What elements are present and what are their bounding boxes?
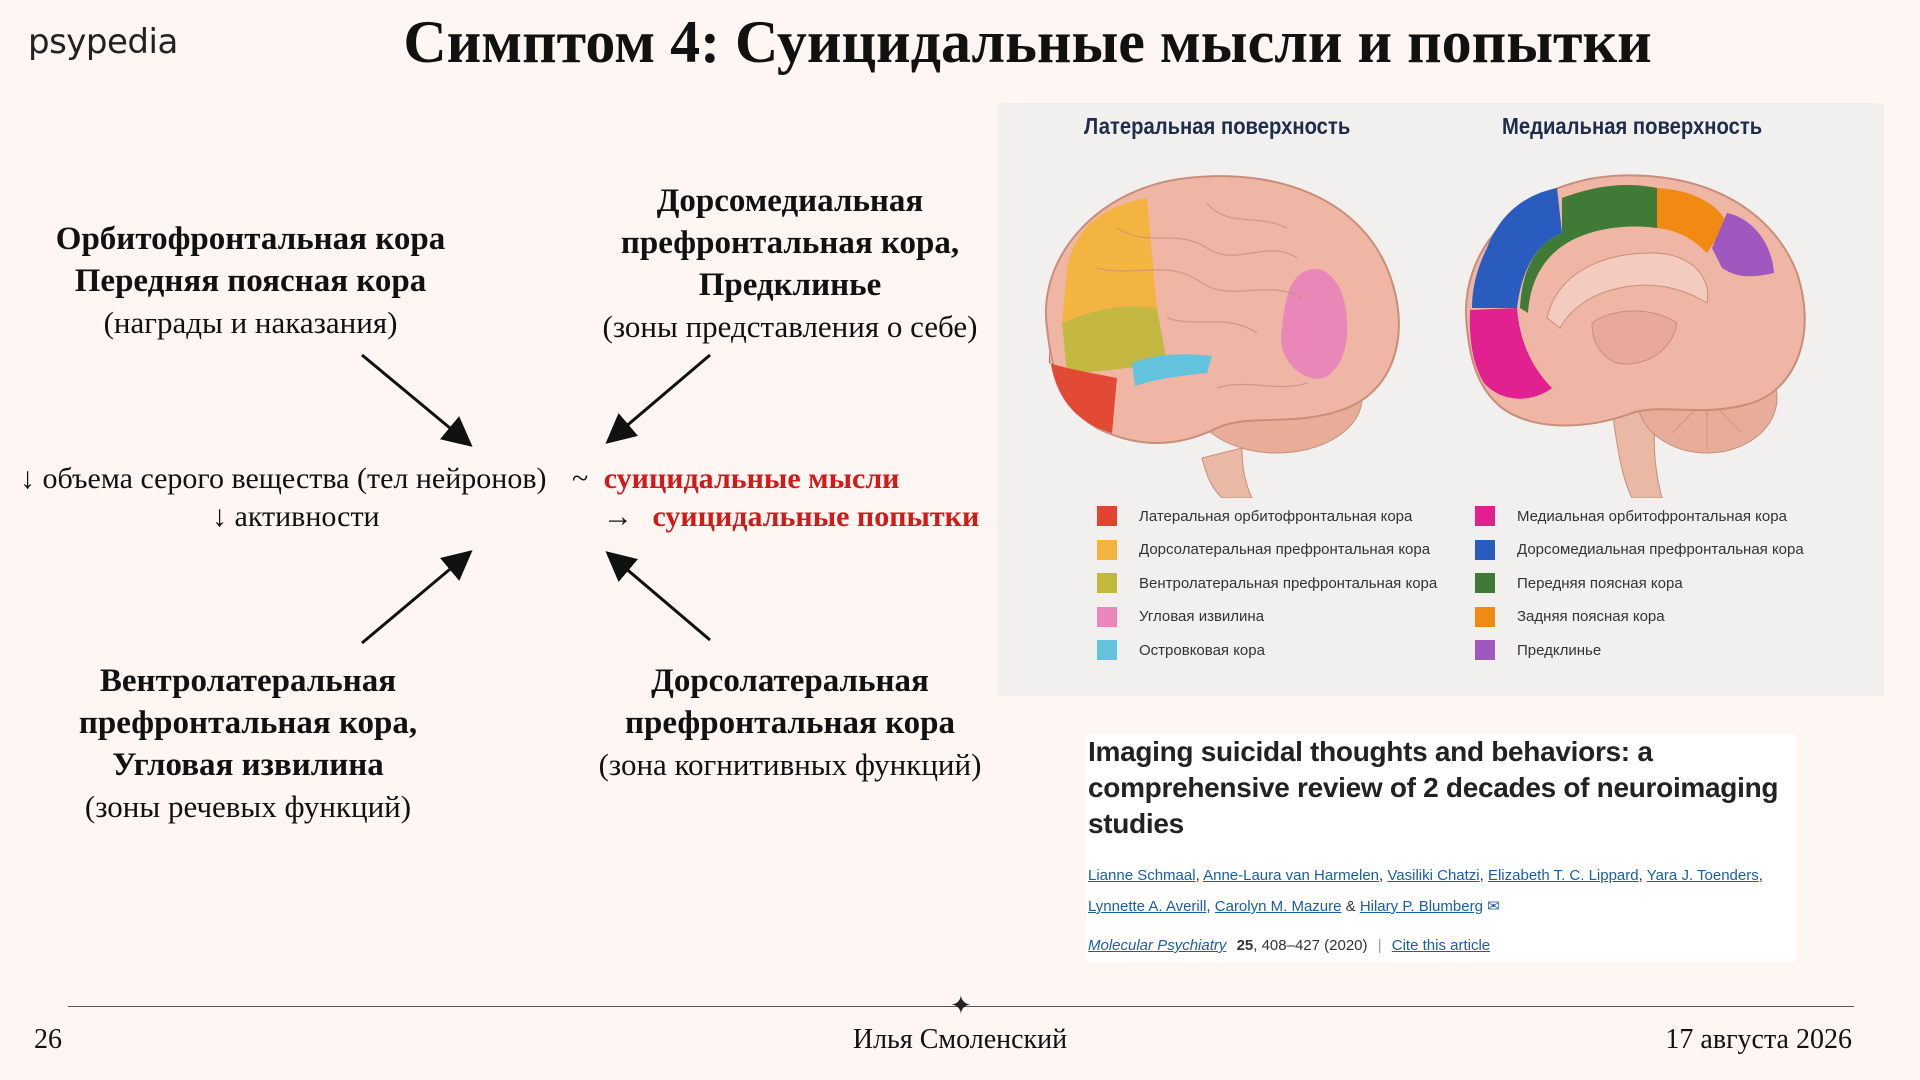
- author-link[interactable]: Carolyn M. Mazure: [1214, 898, 1342, 915]
- legend-swatch: [1475, 606, 1495, 627]
- legend-swatch: [1475, 506, 1495, 526]
- region-top-right-line3: Предклинье: [698, 267, 882, 303]
- article-title[interactable]: Imaging suicidal thoughts and behaviors:…: [1088, 736, 1779, 839]
- slide-title: Симптом 4: Суицидальные мысли и попытки: [403, 9, 1652, 75]
- arrow-top-left: [361, 353, 473, 447]
- author-separator: ,: [1206, 898, 1215, 915]
- page-number: 26: [34, 1024, 62, 1055]
- author-link[interactable]: Lianne Schmaal: [1088, 867, 1196, 884]
- region-bottom-right-note: (зона когнитивных функций): [598, 747, 982, 782]
- author-ampersand: &: [1341, 898, 1360, 915]
- pages-year: , 408–427 (2020): [1253, 937, 1368, 954]
- author-separator: ,: [1379, 867, 1388, 884]
- legend-label: Вентролатеральная префронтальная кора: [1139, 574, 1438, 592]
- legend-label: Передняя поясная кора: [1517, 574, 1683, 592]
- legend-item-medial-5: Предклинье: [1475, 640, 1601, 660]
- article-authors: Lianne Schmaal, Anne-Laura van Harmelen,…: [1088, 860, 1793, 922]
- author-separator: ,: [1638, 867, 1647, 884]
- legend-label: Дорсолатеральная префронтальная кора: [1139, 541, 1431, 558]
- medial-brain-illustration: [1465, 174, 1806, 498]
- legend-item-lateral-1: Латеральная орбитофронтальная кора: [1097, 506, 1412, 526]
- footer-date: 17 августа 2026: [1665, 1024, 1852, 1055]
- journal-link[interactable]: Molecular Psychiatry: [1088, 937, 1227, 954]
- arrow-bottom-right: [605, 551, 711, 642]
- legend-swatch: [1475, 640, 1495, 660]
- region-bottom-left-line1: Вентролатеральная: [99, 663, 397, 699]
- arrow-right-symbol: →: [603, 500, 633, 533]
- legend-swatch: [1475, 539, 1495, 560]
- legend-item-lateral-2: Дорсолатеральная префронтальная кора: [1097, 539, 1431, 560]
- legend-swatch: [1097, 539, 1117, 560]
- footer-author: Илья Смоленский: [852, 1024, 1068, 1055]
- legend-item-lateral-4: Угловая извилина: [1097, 606, 1265, 627]
- suicidal-attempts-text: суицидальные попытки: [652, 500, 980, 533]
- region-top-left-line2: Передняя поясная кора: [74, 263, 427, 299]
- divider-star-icon: ✦: [950, 991, 972, 1020]
- region-top-right: Дорсомедиальная префронтальная кора, Пре…: [580, 180, 1000, 348]
- region-top-left-line1: Орбитофронтальная кора: [55, 221, 446, 257]
- region-top-right-line2: префронтальная кора,: [620, 225, 960, 261]
- ref-divider: |: [1377, 937, 1382, 954]
- region-top-right-note: (зоны представления о себе): [602, 309, 978, 344]
- legend-label: Задняя поясная кора: [1517, 608, 1665, 625]
- arrow-top-right: [605, 353, 711, 444]
- lateral-surface-title: Латеральная поверхность: [1084, 113, 1351, 139]
- arrows-diagram: [361, 353, 711, 645]
- legend-item-lateral-5: Островковая кора: [1097, 640, 1265, 660]
- author-link[interactable]: Anne-Laura van Harmelen: [1203, 867, 1380, 884]
- cite-this-article-link[interactable]: Cite this article: [1391, 937, 1491, 954]
- legend-label: Медиальная орбитофронтальная кора: [1517, 507, 1787, 525]
- region-top-left: Орбитофронтальная кора Передняя поясная …: [18, 218, 483, 344]
- psypedia-logo: psypedia: [28, 22, 178, 62]
- footer-divider: [68, 1006, 1854, 1007]
- legend-label: Дорсомедиальная префронтальная кора: [1517, 541, 1804, 558]
- citation-card: Imaging suicidal thoughts and behaviors:…: [1086, 734, 1796, 962]
- arrow-bottom-left: [361, 550, 473, 645]
- region-bottom-left: Вентролатеральная префронтальная кора, У…: [28, 660, 468, 828]
- gray-matter-text: ↓ объема серого вещества (тел нейронов): [20, 462, 547, 495]
- lateral-brain-illustration: [1044, 175, 1400, 498]
- medial-surface-title: Медиальная поверхность: [1502, 113, 1763, 139]
- legend-label: Латеральная орбитофронтальная кора: [1139, 507, 1413, 525]
- legend-swatch: [1097, 506, 1117, 526]
- legend-swatch: [1097, 606, 1117, 627]
- region-bottom-right: Дорсолатеральная префронтальная кора (зо…: [580, 660, 1000, 786]
- author-link[interactable]: Lynnette A. Averill: [1088, 898, 1207, 915]
- legend-item-medial-1: Медиальная орбитофронтальная кора: [1475, 506, 1787, 526]
- legend-label: Угловая извилина: [1139, 608, 1265, 625]
- center-line-2-right: → суицидальные попытки: [603, 500, 979, 534]
- brain-figure: Латеральная поверхность Медиальная повер…: [997, 103, 1884, 696]
- author-link[interactable]: Yara J. Toenders: [1646, 867, 1759, 884]
- author-link[interactable]: Hilary P. Blumberg: [1359, 898, 1483, 915]
- region-bottom-left-line3: Угловая извилина: [112, 747, 384, 783]
- region-bottom-right-line2: префронтальная кора: [624, 705, 956, 741]
- suicidal-thoughts-text: суицидальные мысли: [603, 462, 900, 495]
- author-separator: ,: [1479, 867, 1488, 884]
- mail-icon[interactable]: ✉: [1482, 898, 1500, 915]
- region-bottom-left-line2: префронтальная кора,: [78, 705, 418, 741]
- author-separator: ,: [1195, 867, 1204, 884]
- author-link[interactable]: Vasiliki Chatzi: [1387, 867, 1480, 884]
- legend-swatch: [1097, 640, 1117, 660]
- region-top-left-note: (награды и наказания): [103, 305, 398, 340]
- legend-item-medial-3: Передняя поясная кора: [1475, 573, 1683, 593]
- tilde-symbol: ~: [572, 462, 589, 495]
- author-link[interactable]: Elizabeth T. C. Lippard: [1487, 867, 1639, 884]
- region-bottom-left-note: (зоны речевых функций): [84, 789, 412, 824]
- center-line-2: ↓ активности: [212, 500, 380, 534]
- region-bottom-right-line1: Дорсолатеральная: [651, 663, 929, 699]
- legend-swatch: [1475, 573, 1495, 593]
- legend-label: Островковая кора: [1139, 641, 1265, 659]
- article-reference: Molecular Psychiatry 25, 408–427 (2020) …: [1088, 937, 1490, 954]
- legend-item-lateral-3: Вентролатеральная префронтальная кора: [1097, 573, 1437, 593]
- region-top-right-line1: Дорсомедиальная: [656, 183, 924, 219]
- legend-swatch: [1097, 573, 1117, 593]
- legend-item-medial-4: Задняя поясная кора: [1475, 606, 1665, 627]
- activity-text: ↓ активности: [212, 500, 380, 533]
- volume-number: 25: [1236, 937, 1254, 954]
- author-separator: ,: [1758, 867, 1763, 884]
- legend-label: Предклинье: [1517, 641, 1602, 659]
- center-line-1: ↓ объема серого вещества (тел нейронов) …: [20, 462, 899, 496]
- legend-item-medial-2: Дорсомедиальная префронтальная кора: [1475, 539, 1804, 560]
